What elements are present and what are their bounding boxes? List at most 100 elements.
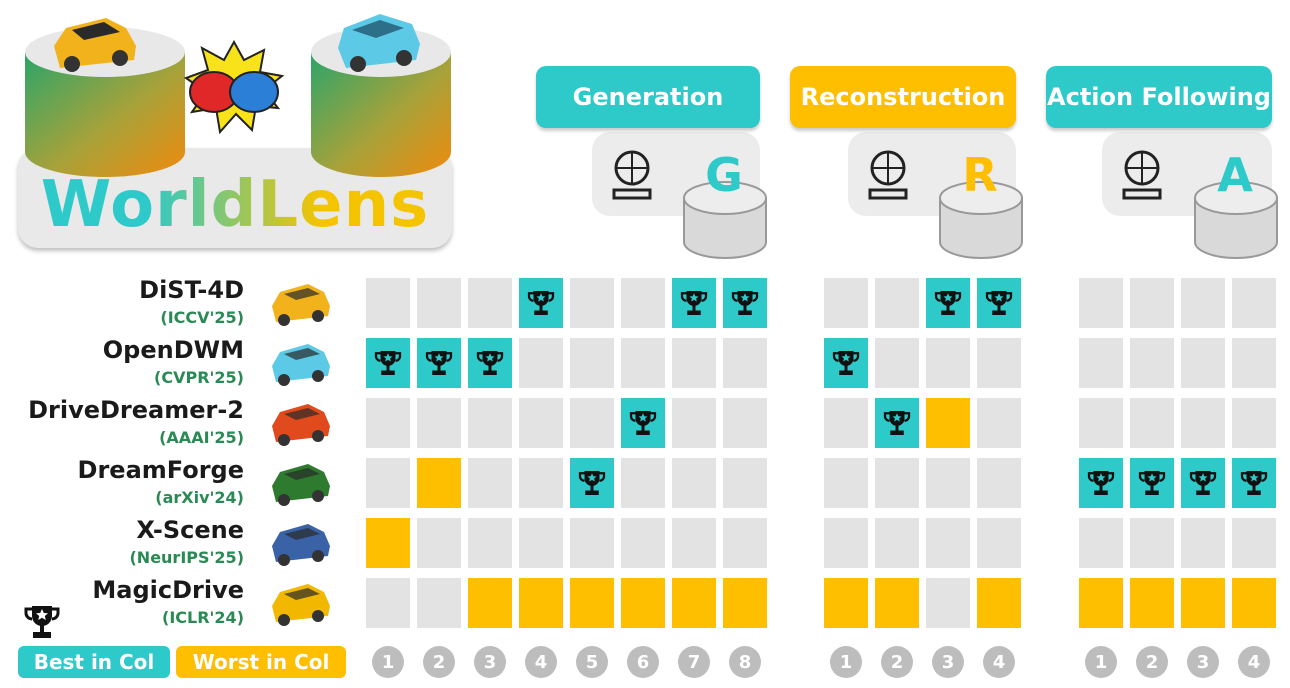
cell	[926, 578, 970, 628]
cell	[875, 278, 919, 328]
cell	[366, 278, 410, 328]
cell-best	[468, 338, 512, 388]
cell	[1079, 338, 1123, 388]
car-icon	[272, 584, 330, 626]
trophy-icon	[1138, 471, 1166, 495]
cell	[875, 458, 919, 508]
trophy-icon	[1087, 471, 1115, 495]
column-number: 6	[627, 646, 659, 678]
cell-worst	[926, 398, 970, 448]
column-number: 4	[1238, 646, 1270, 678]
cell	[977, 518, 1021, 568]
trophy-icon	[374, 351, 402, 375]
cell-worst	[1130, 578, 1174, 628]
cell-best	[824, 338, 868, 388]
model-venue: (NeurIPS'25)	[129, 548, 244, 567]
cell	[417, 578, 461, 628]
column-number: 1	[830, 646, 862, 678]
cell-best	[366, 338, 410, 388]
car-icon	[272, 284, 330, 326]
cell	[366, 458, 410, 508]
cell-worst	[468, 578, 512, 628]
cell	[1181, 278, 1225, 328]
cell	[1232, 518, 1276, 568]
cell	[977, 398, 1021, 448]
cell	[468, 398, 512, 448]
cell	[570, 518, 614, 568]
cell-best	[1181, 458, 1225, 508]
column-number: 2	[881, 646, 913, 678]
model-venue: (ICCV'25)	[160, 308, 244, 327]
cell	[824, 518, 868, 568]
model-venue: (arXiv'24)	[155, 488, 244, 507]
cell	[926, 518, 970, 568]
model-venue: (CVPR'25)	[154, 368, 244, 387]
cell	[1130, 278, 1174, 328]
legend-best: Best in Col	[18, 646, 170, 678]
column-number: 3	[474, 646, 506, 678]
cell	[417, 518, 461, 568]
cell-best	[570, 458, 614, 508]
cell	[519, 458, 563, 508]
cell	[1130, 338, 1174, 388]
car-icon	[272, 524, 330, 566]
model-venue: (ICLR'24)	[162, 608, 244, 627]
cell-best	[1130, 458, 1174, 508]
cell	[519, 398, 563, 448]
column-number: 5	[576, 646, 608, 678]
cell	[468, 278, 512, 328]
trophy-icon	[832, 351, 860, 375]
cell	[1130, 518, 1174, 568]
cell	[366, 398, 410, 448]
logo-title: WorldLens	[18, 168, 452, 242]
cell	[417, 398, 461, 448]
car-icon	[272, 344, 330, 386]
cell	[1079, 518, 1123, 568]
cell	[621, 278, 665, 328]
column-number: 8	[729, 646, 761, 678]
cell-best	[926, 278, 970, 328]
cell	[1232, 338, 1276, 388]
cell	[723, 518, 767, 568]
trophy-icon	[934, 291, 962, 315]
model-name: DiST-4D	[139, 276, 244, 304]
cell	[1181, 518, 1225, 568]
cell	[672, 458, 716, 508]
boxing-gloves-icon	[183, 40, 285, 135]
model-name: DriveDreamer-2	[28, 396, 244, 424]
cell-best	[417, 338, 461, 388]
trophy-icon	[883, 411, 911, 435]
hologram-globe-icon	[612, 150, 652, 200]
cell-best	[1232, 458, 1276, 508]
cell	[672, 518, 716, 568]
trophy-icon	[425, 351, 453, 375]
blue-car-icon	[338, 14, 420, 72]
cell	[621, 518, 665, 568]
trophy-icon	[1189, 471, 1217, 495]
model-name: MagicDrive	[92, 576, 244, 604]
category-letter-r: R	[962, 148, 998, 202]
cell	[824, 458, 868, 508]
cell-best	[875, 398, 919, 448]
cell	[1079, 398, 1123, 448]
cell	[824, 278, 868, 328]
cell	[875, 518, 919, 568]
column-number: 2	[1136, 646, 1168, 678]
trophy-legend-icon	[24, 606, 60, 638]
column-number: 3	[932, 646, 964, 678]
trophy-icon	[578, 471, 606, 495]
cell	[977, 458, 1021, 508]
cell-worst	[519, 578, 563, 628]
cell	[366, 578, 410, 628]
cell-worst	[570, 578, 614, 628]
cell	[824, 398, 868, 448]
cell-worst	[1181, 578, 1225, 628]
cell	[519, 338, 563, 388]
column-number: 4	[525, 646, 557, 678]
column-number: 1	[372, 646, 404, 678]
cell	[417, 278, 461, 328]
cell	[672, 398, 716, 448]
cell	[875, 338, 919, 388]
trophy-icon	[1240, 471, 1268, 495]
cell-worst	[723, 578, 767, 628]
